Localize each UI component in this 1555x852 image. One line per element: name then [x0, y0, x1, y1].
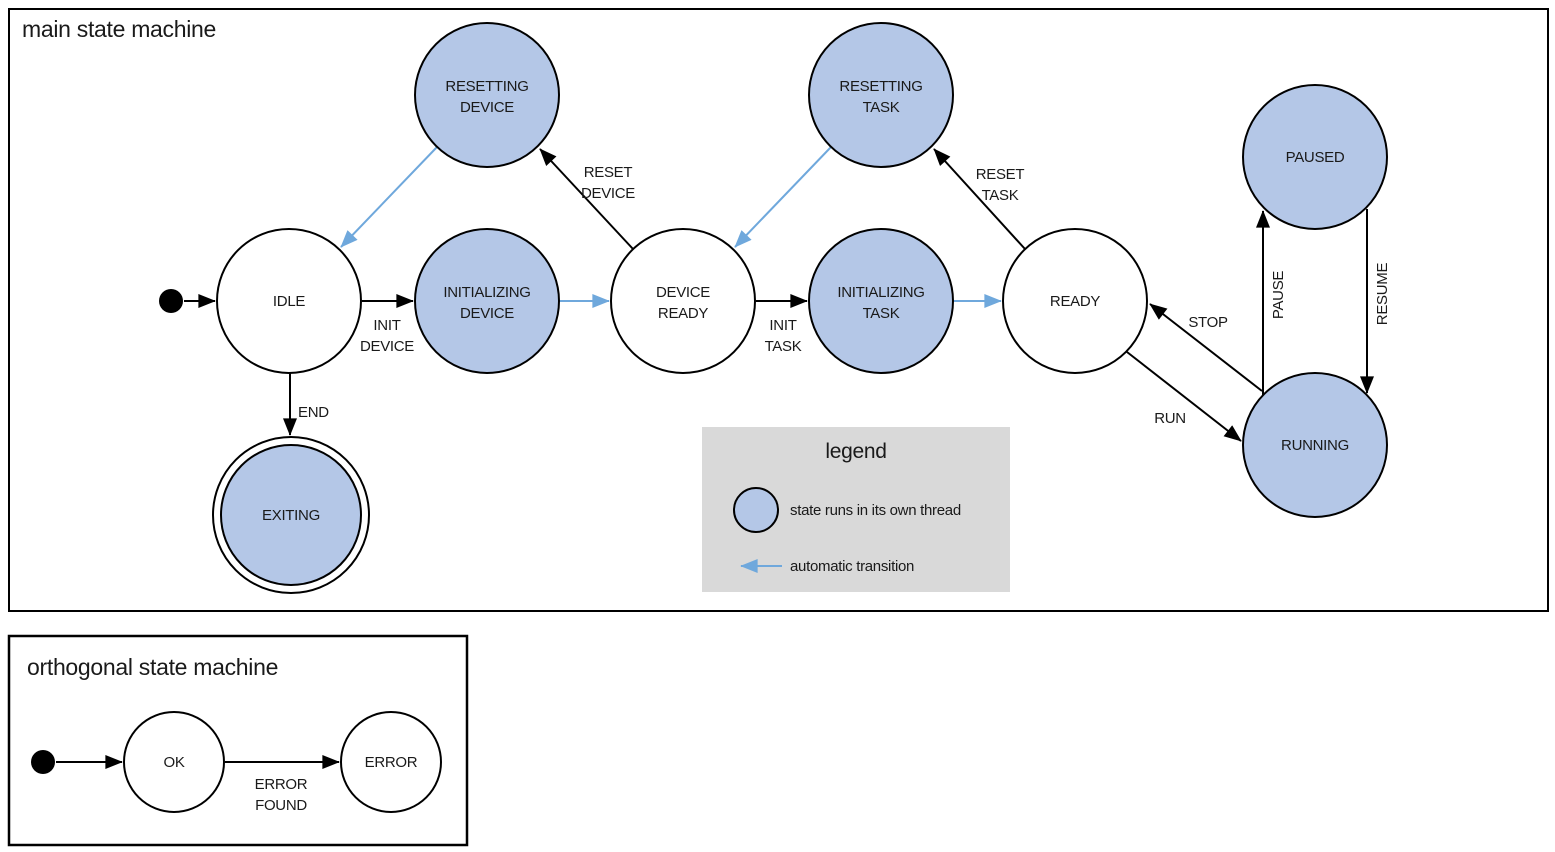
- transition-device-ready-to-resetting-device: RESET DEVICE: [539, 148, 636, 250]
- state-label: ERROR: [365, 754, 418, 771]
- state-circle: [1002, 228, 1148, 374]
- state-circle: [610, 228, 756, 374]
- transition-ready-to-resetting-task: RESET TASK: [933, 148, 1026, 250]
- state-circle: [123, 711, 225, 813]
- state-exiting: EXITING: [212, 436, 370, 594]
- state-circle: [1242, 84, 1388, 230]
- transition-ready-to-running: RUN: [1126, 351, 1242, 442]
- transition-idle-to-initializing-device: INIT DEVICE: [360, 294, 415, 355]
- transition-paused-to-running: RESUME: [1360, 209, 1391, 394]
- state-circle: [340, 711, 442, 813]
- transition-device-ready-to-initializing-task: INIT TASK: [756, 294, 808, 355]
- state-label: READY: [1050, 293, 1100, 310]
- transition-label: RESET: [976, 166, 1025, 183]
- transition-ok-to-error: ERROR FOUND: [225, 755, 340, 814]
- main-panel-title: main state machine: [22, 16, 216, 42]
- main-initial-state-dot: [159, 289, 183, 313]
- state-label: RESETTING: [445, 78, 528, 95]
- state-circle: [414, 22, 560, 168]
- transition-label: ERROR: [255, 776, 308, 793]
- state-label: EXITING: [262, 507, 320, 524]
- transition-resetting-task-to-device-ready: [734, 146, 832, 248]
- state-label: INITIALIZING: [443, 284, 530, 301]
- state-running: RUNNING: [1242, 372, 1388, 518]
- transition-arrow: [933, 148, 1026, 250]
- transition-running-to-ready: STOP: [1149, 303, 1263, 392]
- state-label: PAUSED: [1286, 149, 1345, 166]
- legend-auto-transition-label: automatic transition: [790, 558, 914, 575]
- transition-label: END: [298, 404, 329, 421]
- transition-label: DEVICE: [581, 185, 635, 202]
- orthogonal-initial-state-dot: [31, 750, 55, 774]
- state-label: TASK: [863, 99, 900, 116]
- legend: legend state runs in its own thread auto…: [702, 427, 1010, 592]
- orthogonal-panel-title: orthogonal state machine: [27, 654, 278, 680]
- transition-label: FOUND: [255, 797, 307, 814]
- state-label: TASK: [863, 305, 900, 322]
- state-paused: PAUSED: [1242, 84, 1388, 230]
- legend-title: legend: [825, 440, 886, 463]
- state-label: RUNNING: [1281, 437, 1349, 454]
- legend-threaded-state-icon: [733, 487, 779, 533]
- transition-idle-to-exiting: END: [283, 373, 330, 436]
- states-layer: IDLERESETTINGDEVICEINITIALIZINGDEVICEDEV…: [31, 22, 1388, 813]
- state-circle: [808, 228, 954, 374]
- state-circle: [808, 22, 954, 168]
- state-initializing-task: INITIALIZING TASK: [808, 228, 954, 374]
- auto-transition-arrow: [734, 146, 832, 248]
- transition-running-to-paused: PAUSE: [1256, 210, 1287, 395]
- state-circle: [414, 228, 560, 374]
- state-resetting-task: RESETTING TASK: [808, 22, 954, 168]
- transition-label: RUN: [1154, 410, 1186, 427]
- transition-arrow: [1126, 351, 1242, 442]
- auto-transition-arrow: [340, 146, 438, 248]
- state-error: ERROR: [340, 711, 442, 813]
- state-circle: [1242, 372, 1388, 518]
- transitions-layer: INIT DEVICE RESET DEVICE INIT TASK RESET TASK RU…: [56, 146, 1391, 814]
- transition-label: TASK: [982, 187, 1019, 204]
- state-circle: [216, 228, 362, 374]
- state-label: DEVICE: [460, 99, 514, 116]
- state-idle: IDLE: [216, 228, 362, 374]
- state-ok: OK: [123, 711, 225, 813]
- transition-label: PAUSE: [1270, 271, 1287, 320]
- state-label: OK: [163, 754, 184, 771]
- state-device-ready: DEVICE READY: [610, 228, 756, 374]
- state-initializing-device: INITIALIZING DEVICE: [414, 228, 560, 374]
- state-label: INITIALIZING: [837, 284, 924, 301]
- transition-arrow: [539, 148, 634, 250]
- transition-label: INIT: [769, 317, 796, 334]
- state-label: READY: [658, 305, 708, 322]
- transition-arrow: [1149, 303, 1263, 392]
- state-label: IDLE: [273, 293, 305, 310]
- legend-threaded-state-label: state runs in its own thread: [790, 502, 961, 519]
- state-label: RESETTING: [839, 78, 922, 95]
- state-ready: READY: [1002, 228, 1148, 374]
- transition-label: STOP: [1188, 314, 1228, 331]
- transition-resetting-device-to-idle: [340, 146, 438, 248]
- transition-label: TASK: [765, 338, 802, 355]
- state-label: DEVICE: [460, 305, 514, 322]
- transition-label: INIT: [373, 317, 400, 334]
- state-resetting-device: RESETTING DEVICE: [414, 22, 560, 168]
- state-circle: [220, 444, 362, 586]
- transition-label: DEVICE: [360, 338, 414, 355]
- transition-label: RESET: [584, 164, 633, 181]
- state-label: DEVICE: [656, 284, 710, 301]
- transition-label: RESUME: [1374, 263, 1391, 326]
